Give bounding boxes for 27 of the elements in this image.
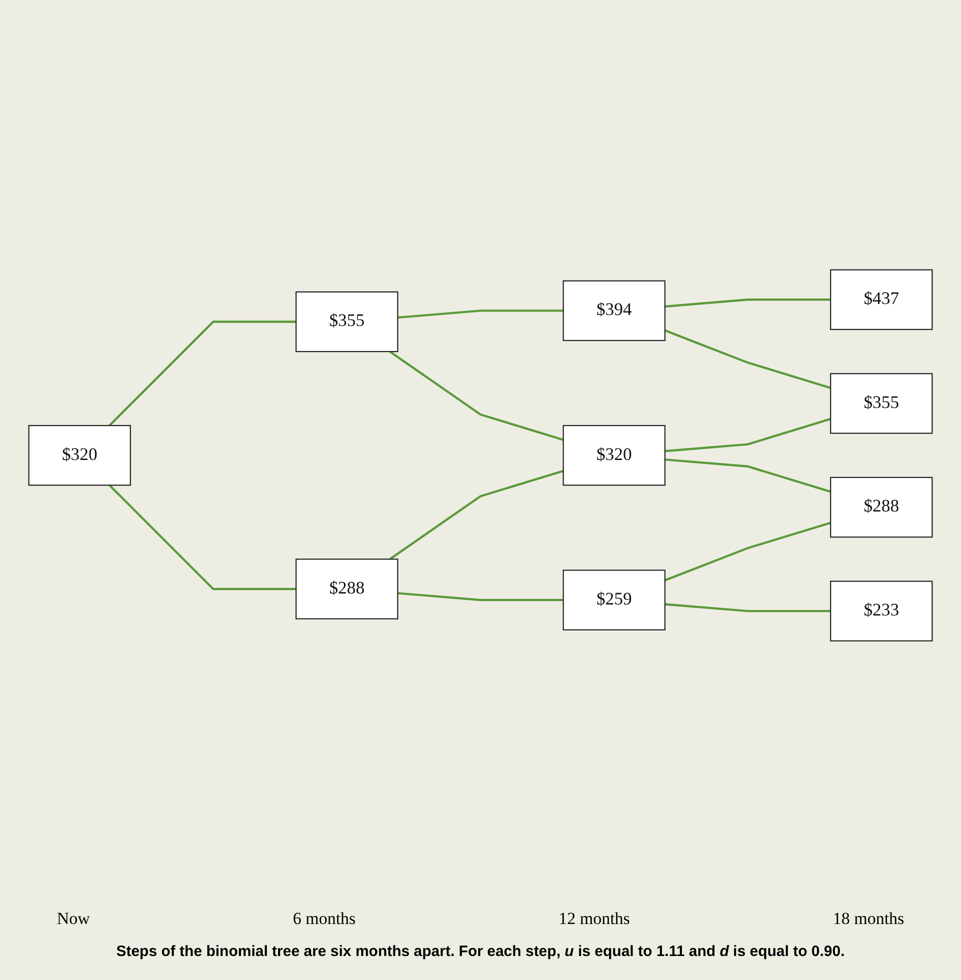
node-box: $394 — [562, 280, 666, 342]
connector — [389, 350, 564, 442]
time-label: 12 months — [558, 909, 630, 929]
connector — [664, 298, 831, 308]
connector — [108, 320, 296, 426]
node-box: $233 — [830, 580, 933, 642]
connector — [664, 330, 831, 390]
node-box: $259 — [562, 570, 666, 631]
node-box: $288 — [830, 477, 933, 538]
caption: Steps of the binomial tree are six months apart. For each step, u is equal to 1.11 and d is equal to 0.90. — [116, 943, 845, 960]
node-box: $437 — [830, 269, 933, 330]
connector — [108, 484, 296, 590]
connector — [664, 458, 831, 493]
node-box: $320 — [28, 425, 131, 486]
node-box: $288 — [296, 558, 398, 620]
time-label: Now — [56, 909, 90, 929]
connector — [398, 592, 564, 602]
connector — [664, 603, 831, 612]
node-box: $355 — [830, 373, 933, 434]
connector — [389, 470, 564, 560]
connector — [398, 310, 564, 319]
node-box: $355 — [296, 292, 398, 352]
time-label: 18 months — [832, 909, 904, 929]
node-box: $320 — [562, 425, 666, 486]
time-label: 6 months — [292, 909, 356, 929]
connector — [664, 522, 831, 582]
connector — [664, 418, 831, 452]
